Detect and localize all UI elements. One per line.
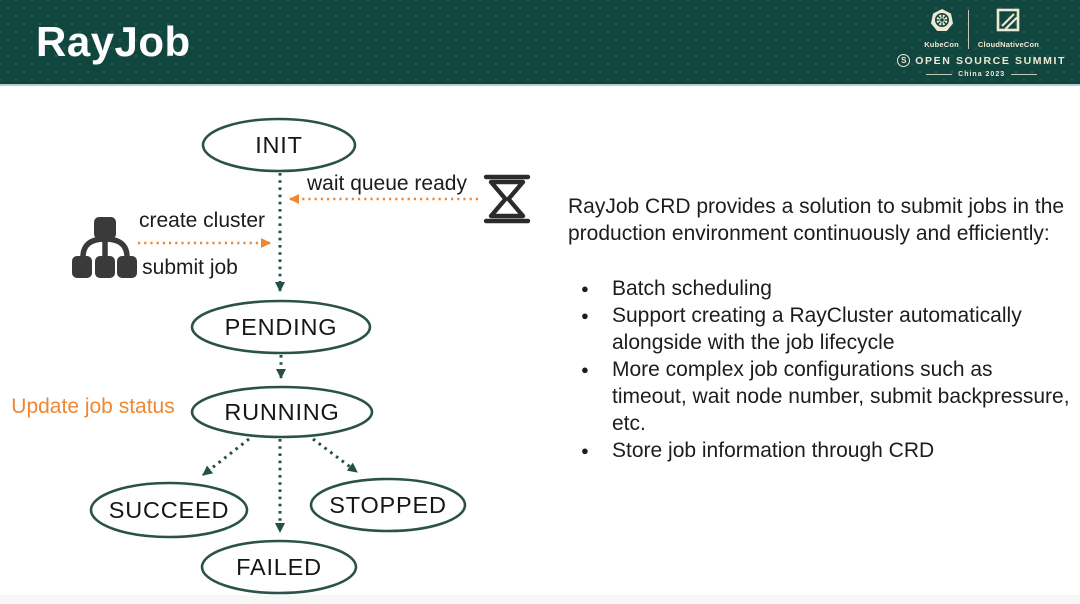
feature-item: Batch scheduling <box>568 275 1070 302</box>
edge-label-submit-job: submit job <box>142 256 238 279</box>
feature-list: Batch scheduling Support creating a RayC… <box>568 275 1070 464</box>
svg-text:INIT: INIT <box>255 132 303 158</box>
open-source-summit-label: OPEN SOURCE SUMMIT <box>915 54 1066 67</box>
logo-divider <box>967 10 969 49</box>
hourglass-icon <box>483 174 531 224</box>
conference-logo-block: KubeCon CloudNativeCon S OPEN SOURCE SUM… <box>897 6 1066 78</box>
state-node-failed: FAILED <box>200 539 358 595</box>
state-node-succeed: SUCCEED <box>89 481 249 539</box>
description-intro: RayJob CRD provides a solution to submit… <box>568 195 1065 245</box>
decorative-line <box>1011 74 1038 75</box>
state-node-stopped: STOPPED <box>309 477 467 533</box>
edge-label-wait-queue-ready: wait queue ready <box>306 172 467 195</box>
description-block: RayJob CRD provides a solution to submit… <box>568 193 1070 464</box>
svg-text:RUNNING: RUNNING <box>224 399 339 425</box>
edge-label-update-job-status: Update job status <box>11 395 174 418</box>
svg-text:PENDING: PENDING <box>225 314 338 340</box>
kubecon-label: KubeCon <box>924 40 959 49</box>
slide-footer-strip <box>0 595 1080 604</box>
edge-label-create-cluster: create cluster <box>139 209 265 232</box>
edge-running-stopped <box>312 437 358 474</box>
open-source-summit-icon: S <box>897 54 911 67</box>
feature-item: Store job information through CRD <box>568 437 1070 464</box>
state-node-pending: PENDING <box>190 299 372 355</box>
kubecon-logo-icon <box>930 8 954 37</box>
decorative-line <box>926 74 953 75</box>
feature-item: More complex job configurations such as … <box>568 356 1070 437</box>
cluster-icon <box>72 217 137 278</box>
page-title: RayJob <box>36 18 191 65</box>
feature-item: Support creating a RayCluster automatica… <box>568 302 1070 356</box>
svg-text:FAILED: FAILED <box>236 554 322 580</box>
state-node-running: RUNNING <box>190 385 374 439</box>
china-2023-label: China 2023 <box>958 71 1006 78</box>
slide-header: RayJob <box>0 0 1080 86</box>
svg-text:STOPPED: STOPPED <box>329 492 446 518</box>
cloudnativecon-label: CloudNativeCon <box>977 40 1040 49</box>
cloudnativecon-logo-icon <box>996 8 1020 37</box>
edge-running-succeed <box>202 437 250 477</box>
rayjob-state-diagram: wait queue ready create cluster submit j… <box>11 117 531 595</box>
svg-text:SUCCEED: SUCCEED <box>109 497 230 523</box>
state-node-init: INIT <box>201 117 357 173</box>
